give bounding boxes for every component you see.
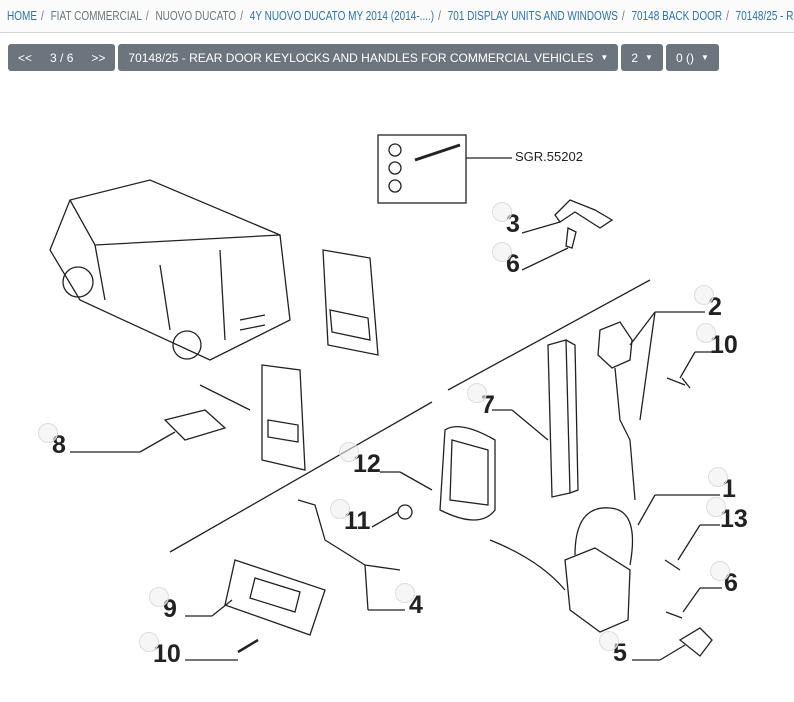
- variant-select-label: 2: [631, 50, 639, 65]
- key-set-box: [377, 134, 467, 204]
- breadcrumb: HOME/ FIAT COMMERCIAL/ NUOVO DUCATO/ 4Y …: [0, 0, 794, 33]
- callout-10[interactable]: 10: [696, 323, 738, 359]
- breadcrumb-fiat-commercial[interactable]: FIAT COMMERCIAL: [50, 9, 142, 23]
- caret-down-icon: ▼: [600, 53, 609, 62]
- callout-13[interactable]: 13: [706, 497, 748, 533]
- callout-5[interactable]: 5: [599, 631, 627, 667]
- table-select[interactable]: 70148/25 - REAR DOOR KEYLOCKS AND HANDLE…: [118, 44, 619, 71]
- cart-select[interactable]: 0 () ▼: [665, 44, 719, 71]
- breadcrumb-table[interactable]: 70148/25 - REAR DOOR KEYLOCKS AND HANDLE…: [735, 9, 794, 23]
- breadcrumb-group[interactable]: 701 DISPLAY UNITS AND WINDOWS: [447, 9, 618, 23]
- rear-door-drawing: [322, 249, 379, 356]
- callout-2[interactable]: 2: [694, 285, 722, 321]
- table-select-label: 70148/25 - REAR DOOR KEYLOCKS AND HANDLE…: [128, 50, 594, 65]
- callout-4[interactable]: 4: [395, 583, 423, 619]
- breadcrumb-home[interactable]: HOME: [7, 9, 37, 23]
- breadcrumb-inner: HOME/ FIAT COMMERCIAL/ NUOVO DUCATO/ 4Y …: [7, 9, 794, 23]
- callout-10b[interactable]: 10: [139, 632, 181, 668]
- divider-line: [169, 401, 433, 553]
- prev-page-button[interactable]: <<: [18, 50, 33, 65]
- callout-1[interactable]: 1: [708, 467, 736, 503]
- caret-down-icon: ▼: [645, 53, 653, 62]
- next-page-button[interactable]: >>: [91, 50, 106, 65]
- breadcrumb-model[interactable]: 4Y NUOVO DUCATO MY 2014 (2014-....): [249, 9, 435, 23]
- callout-6b[interactable]: 6: [710, 561, 738, 597]
- callout-11[interactable]: 11: [329, 499, 371, 535]
- callout-3[interactable]: 3: [492, 202, 520, 238]
- cart-select-label: 0 (): [675, 50, 694, 65]
- pager: << 3 / 6 >>: [8, 44, 116, 71]
- van-drawing: [49, 179, 291, 361]
- page-indicator: 3 / 6: [50, 50, 74, 65]
- callout-8[interactable]: 8: [38, 423, 66, 459]
- handle-drawing: [439, 426, 496, 521]
- callout-6[interactable]: 6: [492, 242, 520, 278]
- callout-9[interactable]: 9: [149, 587, 177, 623]
- exploded-view-drawing: [49, 134, 722, 661]
- sgr-reference-label[interactable]: SGR.55202: [515, 149, 583, 164]
- caret-down-icon: ▼: [700, 53, 709, 62]
- divider-line: [199, 384, 251, 411]
- lock-drawing: [564, 547, 631, 633]
- side-door-drawing: [261, 364, 306, 471]
- toolbar: << 3 / 6 >> 70148/25 - REAR DOOR KEYLOCK…: [8, 44, 719, 71]
- divider-line: [447, 279, 651, 391]
- callout-12[interactable]: 12: [339, 442, 381, 478]
- breadcrumb-nuovo-ducato[interactable]: NUOVO DUCATO: [155, 9, 237, 23]
- breadcrumb-subgroup[interactable]: 70148 BACK DOOR: [631, 9, 723, 23]
- plate-drawing: [224, 559, 326, 636]
- parts-diagram: SGR.55202 3 6 2 10 7 8 12 1 11 13 6 4 9 …: [8, 80, 786, 686]
- variant-select[interactable]: 2▼: [621, 44, 663, 71]
- callout-7[interactable]: 7: [467, 383, 495, 419]
